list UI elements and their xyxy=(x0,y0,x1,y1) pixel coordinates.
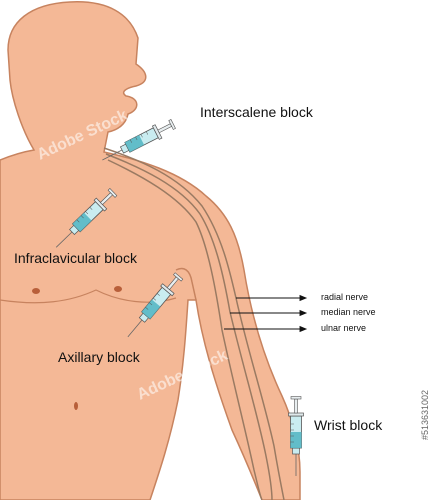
label-infraclavicular-block: Infraclavicular block xyxy=(14,250,138,266)
armpit-line xyxy=(175,267,197,301)
body-silhouette xyxy=(0,1,301,500)
right-nipple xyxy=(114,286,122,292)
navel xyxy=(74,402,78,410)
label-axillary-block: Axillary block xyxy=(58,349,141,365)
stock-id: #513631002 xyxy=(420,390,430,440)
nerve-arrows xyxy=(224,294,308,333)
svg-text:Adobe Stock: Adobe Stock xyxy=(295,147,391,204)
label-wrist-block: Wrist block xyxy=(314,417,383,433)
label-median-nerve: median nerve xyxy=(321,307,376,317)
svg-text:Adobe Stock: Adobe Stock xyxy=(245,0,341,34)
left-nipple xyxy=(32,288,40,294)
label-interscalene-block: Interscalene block xyxy=(200,104,314,120)
label-ulnar-nerve: ulnar nerve xyxy=(321,323,366,333)
label-radial-nerve: radial nerve xyxy=(321,292,368,302)
